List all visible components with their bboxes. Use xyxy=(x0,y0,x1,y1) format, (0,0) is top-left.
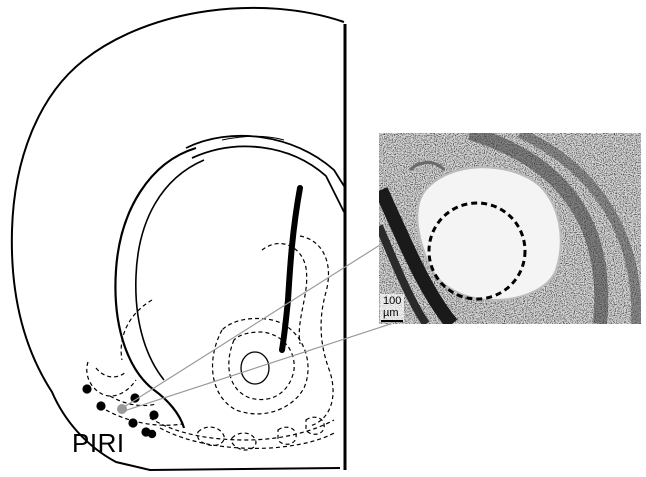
lesion-dot xyxy=(82,384,91,393)
micrograph-inset xyxy=(379,133,641,324)
lesion-dot xyxy=(128,418,137,427)
lesion-dot xyxy=(148,430,156,438)
scale-bar-unit: µm xyxy=(383,308,399,319)
region-label: PIRI xyxy=(72,428,125,459)
striatum-outline xyxy=(115,148,204,428)
lesion-dot xyxy=(96,401,105,410)
scale-bar-value: 100 xyxy=(383,296,401,307)
corpus-callosum xyxy=(186,136,344,212)
lesion-dot xyxy=(149,410,158,419)
